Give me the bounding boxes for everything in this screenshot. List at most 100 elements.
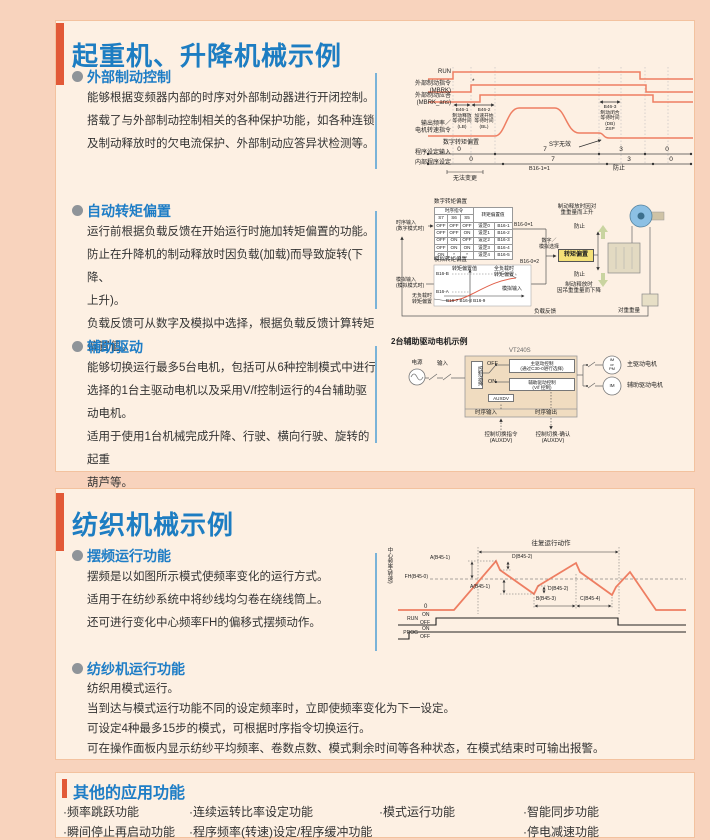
row-label-mbrk: 外部制动指令 (MBRK) xyxy=(414,81,451,94)
cell: 设定3 xyxy=(473,243,496,253)
label-dig-ana-select: 数字／ 模拟选择 xyxy=(538,238,559,250)
label-d-lower: D(B45-2) xyxy=(548,586,569,592)
bullet-icon xyxy=(72,205,83,216)
y-axis-label: 中心频率(转速) xyxy=(386,547,393,584)
title-accent-bar xyxy=(62,779,67,798)
label-main-motor: 主驱动电机 xyxy=(627,362,658,368)
swing-frequency-svg xyxy=(398,547,686,640)
section-torque-heading: 自动转矩偏置 xyxy=(72,201,171,221)
diagram-caption: 2台辅助驱动电机示例 xyxy=(391,337,468,346)
other-function-item: ·瞬间停止再启动功能 xyxy=(63,825,175,839)
label-reciprocating: 往复运行动作 xyxy=(531,540,571,547)
label-no-load: 无负载时 转矩偏置 xyxy=(411,293,432,305)
main-ctrl-box: 主驱动控制 (通过C30-0进行选择) xyxy=(509,359,575,373)
label-fh: FH(B45-0) xyxy=(404,574,428,580)
label-prevent: 防止 xyxy=(612,166,625,172)
section-swing-body: 摆频是以如图所示模式使频率变化的运行方式。 适用于在纺纱系统中将纱线均匀卷在绕线… xyxy=(87,571,329,629)
prog-int-val: 0 xyxy=(469,156,473,163)
prog-in-val: 0 xyxy=(457,146,461,153)
label-input: 输入 xyxy=(437,361,449,367)
other-function-item: ·程序频率(转速)设定/程序缓冲功能 xyxy=(189,825,373,839)
panel-other-title: 其他的应用功能 xyxy=(73,785,186,802)
cell: OFF xyxy=(434,229,448,238)
section-brake-body: 能够根据变频器内部的时序对外部制动器进行开闭控制。 搭载了与外部制动控制相关的各… xyxy=(87,92,375,150)
cell: 设定2 xyxy=(473,236,496,245)
aux-ctrl-box: 辅助驱动控制 (V/f 控制) xyxy=(509,378,575,391)
th-bias: 转矩偏置值 xyxy=(473,207,514,223)
label-prog-on: ON xyxy=(422,626,430,632)
cell: ON xyxy=(459,229,475,238)
cell: 设定1 xyxy=(473,229,496,238)
label-rise-note: 制动释放时因对 重重量而上升 xyxy=(557,204,597,217)
bias-box: 转矩偏置 xyxy=(558,249,594,262)
label-b46-3: B46-3 制动闭合 等待时间 (DB) ZSP xyxy=(600,105,620,133)
label-aux-motor: 辅助驱动电机 xyxy=(627,383,664,389)
label-run: RUN xyxy=(407,616,418,622)
label-seq-in: 时序输入 xyxy=(475,410,498,416)
graph-y-label: 转矩偏置值 xyxy=(452,266,478,272)
cell: B16-5 xyxy=(494,251,514,260)
section-swing-heading: 摆频运行功能 xyxy=(72,546,171,566)
section-spinning-body: 纺织用模式运行。 当到达与模式运行功能不同的设定频率时，立即使频率变化为下一设定… xyxy=(87,683,605,755)
section-aux-heading: 辅助驱动 xyxy=(72,337,143,357)
bullet-icon xyxy=(72,341,83,352)
cell: OFF xyxy=(459,236,475,245)
divider xyxy=(375,346,377,443)
label-prog-off: OFF xyxy=(420,634,430,640)
table-title: 数字转矩偏置 xyxy=(434,199,468,205)
ctrl-select-box: 控制选择 xyxy=(471,361,483,389)
cell: OFF xyxy=(434,236,448,245)
label-analog-input: 模拟输入 (模拟模式时) xyxy=(396,277,425,289)
label-run-off: OFF xyxy=(420,620,430,626)
prog-int-val: 3 xyxy=(627,156,631,163)
prog-int-val: 0 xyxy=(669,156,673,163)
label-b: B(B45-3) xyxy=(536,596,557,602)
divider xyxy=(375,73,377,169)
cell: B16-2 xyxy=(494,229,514,238)
label-power: 电源 xyxy=(411,360,423,366)
label-no-change: 无法变更 xyxy=(452,176,477,182)
col-s7: S7 xyxy=(434,214,448,223)
label-s-invalid: S字无效 xyxy=(549,142,572,148)
cell: ON xyxy=(447,243,461,253)
th-seq: 时序指令 xyxy=(433,206,475,216)
label-zero: 0 xyxy=(424,604,428,610)
section-brake-heading: 外部制动控制 xyxy=(72,67,171,87)
label-fall-note: 制动释放时 因吊重重量而下降 xyxy=(556,282,601,295)
label-prevent-1: 防止 xyxy=(574,224,586,230)
panel-crane-title: 起重机、升降机械示例 xyxy=(72,41,343,71)
title-accent-bar xyxy=(56,493,64,551)
diagram-aux-drive: 2台辅助驱动电机示例 VT240S 电源 输入 控制选择 OFF ON 主驱动控… xyxy=(391,334,691,458)
col-s6: S6 xyxy=(447,214,461,223)
section-torque-heading-text: 自动转矩偏置 xyxy=(87,203,171,219)
col-s5: S5 xyxy=(459,214,475,223)
label-b46-2: B46-2 加速开始 等待时间 (BL) xyxy=(474,108,494,130)
graph-title: 模拟转矩偏置 xyxy=(434,257,468,263)
label-b16-1: B16-1=1 xyxy=(529,166,550,172)
label-load-feedback: 负载反馈 xyxy=(534,309,557,315)
section-aux-body: 能够切换运行最多5台电机，包括可从6种控制模式中进行 选择的1台主驱动电机以及采… xyxy=(87,362,376,489)
panel-crane: 起重机、升降机械示例 外部制动控制 能够根据变频器内部的时序对外部制动器进行开闭… xyxy=(55,20,696,489)
cell: * xyxy=(459,251,475,260)
cell: B16-3 xyxy=(494,236,514,245)
bullet-icon xyxy=(72,550,83,561)
prog-in-val: 3 xyxy=(619,146,623,153)
diagram-brake-timing: RUN 外部制动指令 (MBRK) 外部制动应答 (MBRK_ans) 输出频率… xyxy=(383,63,695,187)
label-b16-0-2: B16-0=2 xyxy=(520,259,540,265)
bullet-icon xyxy=(72,663,83,674)
cell: ON xyxy=(459,243,475,253)
star-mark: * xyxy=(472,78,475,85)
row-label-prog-in: 程序设定输入 xyxy=(414,150,451,156)
label-seq-input: 时序输入 (数字模式时) xyxy=(396,220,425,232)
label-seq-out: 时序输出 xyxy=(535,410,558,416)
prog-int-val: 7 xyxy=(551,156,555,163)
tick-b16-b: B16-B xyxy=(436,271,449,276)
label-switch-ack: 控制切换·确认 (AUXDV) xyxy=(535,432,571,445)
label-a-upper: A(B45-1) xyxy=(430,555,451,561)
panel-textile: 纺织机械示例 摆频运行功能 摆频是以如图所示模式使频率变化的运行方式。 适用于在… xyxy=(55,488,695,760)
cell: 设定4 xyxy=(473,251,496,260)
label-run-on: ON xyxy=(422,612,430,618)
